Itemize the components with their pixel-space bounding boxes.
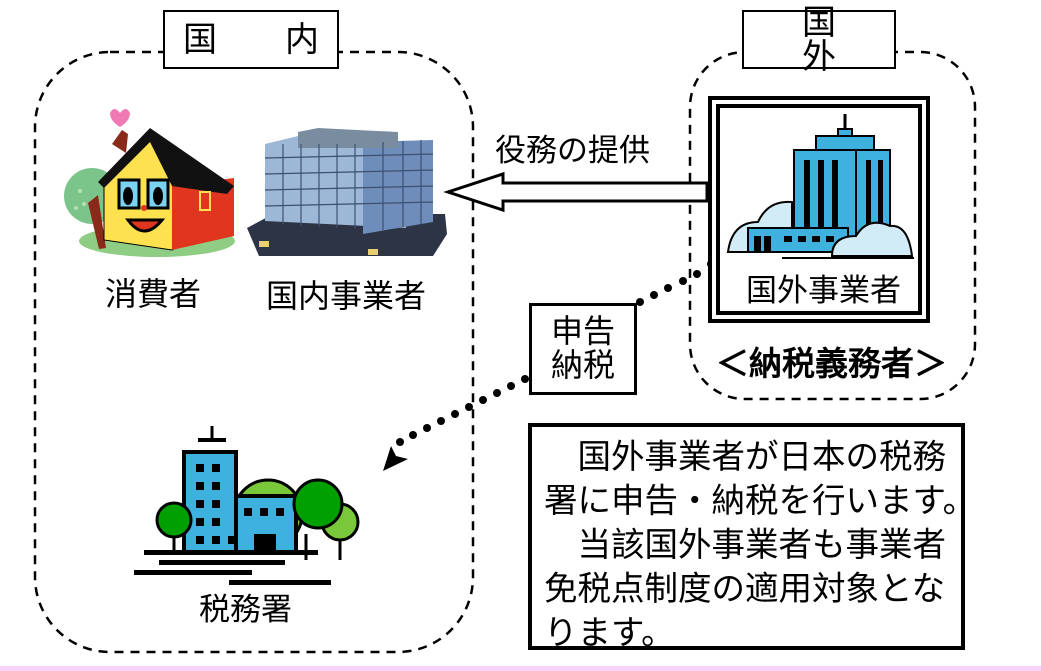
declaration-payment-box: 申告 納税 bbox=[529, 303, 637, 395]
tax-payment-label: 納税 bbox=[550, 346, 615, 384]
footer-bar bbox=[0, 666, 1041, 671]
skyscraper-with-clouds-icon bbox=[726, 114, 914, 259]
note-line: ります。 bbox=[544, 613, 675, 652]
note-line: 免税点制度の適用対象とな bbox=[544, 569, 945, 608]
explanatory-note: 国外事業者が日本の税務 署に申告・納税を行います。 当該国外事業者も事業者 免税… bbox=[528, 423, 977, 652]
declaration-label: 申告 bbox=[550, 312, 615, 351]
service-provision-label: 役務の提供 bbox=[495, 133, 650, 169]
note-line: 国外事業者が日本の税務 bbox=[544, 437, 946, 476]
foreign-region-title: 国 外 bbox=[742, 6, 896, 74]
domestic-region-title: 国 内 bbox=[163, 10, 339, 69]
consumer-label: 消費者 bbox=[105, 275, 202, 313]
service-provision-arrow bbox=[443, 171, 709, 213]
tax-office-label: 税務署 bbox=[199, 592, 292, 628]
domestic-business-label: 国内事業者 bbox=[266, 277, 427, 315]
government-building-with-trees-icon bbox=[134, 426, 360, 585]
house-character-icon bbox=[64, 109, 235, 257]
note-line: 当該国外事業者も事業者 bbox=[544, 525, 946, 564]
note-line: 署に申告・納税を行います。 bbox=[544, 481, 977, 520]
glass-office-building-icon bbox=[247, 128, 447, 256]
foreign-business-label: 国外事業者 bbox=[746, 273, 901, 309]
taxpayer-obligation-label: ＜納税義務者＞ bbox=[716, 344, 947, 383]
